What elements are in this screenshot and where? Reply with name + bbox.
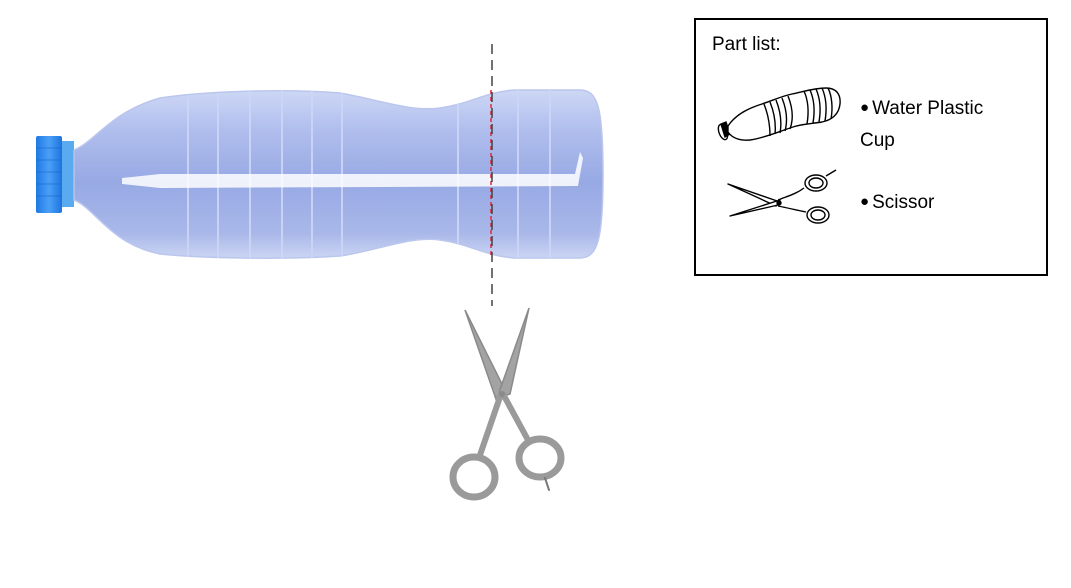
scissor-shank-left (477, 391, 504, 458)
part-item-water-plastic-cup: ●Water Plastic Cup (860, 92, 983, 157)
scissor-shank-right (500, 391, 531, 443)
bullet: ● (860, 193, 870, 210)
scissor-pivot (499, 391, 505, 397)
scissor-blade-right (495, 307, 530, 400)
scissor-ring-left (449, 453, 499, 501)
part-list-box: Part list: ●Water Plastic Cup (694, 18, 1048, 276)
bottle-collar (62, 141, 74, 207)
bottle-icon (717, 87, 841, 141)
scissor-tang (544, 477, 550, 491)
scissors-large (449, 307, 565, 501)
scissor-ring-right (515, 435, 565, 481)
bullet: ● (860, 99, 870, 116)
part-item-scissor: ●Scissor (860, 186, 934, 219)
part-label-line2: Cup (860, 130, 895, 151)
bottle-cap-ridges (36, 147, 62, 197)
part-label-line1: Scissor (872, 192, 935, 213)
bottle-cap (36, 136, 62, 213)
bottle-highlight (122, 152, 583, 188)
scissors-icon (727, 169, 837, 224)
water-bottle (36, 89, 604, 259)
part-list-title: Part list: (712, 34, 781, 55)
part-label-line1: Water Plastic (872, 98, 984, 119)
